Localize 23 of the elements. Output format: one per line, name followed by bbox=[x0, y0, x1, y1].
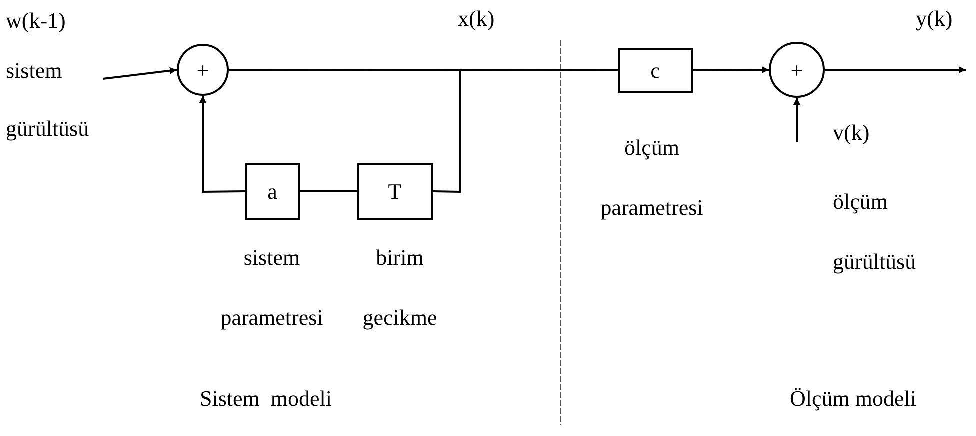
connector-line bbox=[300, 190, 357, 192]
block-caption: sistem parametresi bbox=[220, 244, 324, 332]
block-box: c bbox=[618, 48, 693, 93]
block-box: T bbox=[357, 163, 433, 220]
noise-label: ölçüm gürültüsü bbox=[833, 188, 918, 276]
section-label: Sistem modeli bbox=[200, 385, 333, 413]
block-caption: birim gecikme bbox=[362, 244, 438, 332]
signal-label: v(k) bbox=[833, 119, 871, 147]
signal-label: sistem gürültüsü bbox=[6, 57, 90, 143]
block-caption: ölçüm parametresi bbox=[600, 134, 704, 222]
signal-label: w(k-1) bbox=[6, 7, 67, 35]
summing-junction: + bbox=[177, 44, 229, 96]
arrow bbox=[825, 66, 966, 74]
arrow bbox=[102, 67, 178, 80]
signal-label: y(k) bbox=[916, 5, 954, 33]
arrow bbox=[200, 96, 246, 194]
section-label: Ölçüm modeli bbox=[790, 385, 918, 413]
arrow bbox=[794, 98, 800, 142]
summing-junction: + bbox=[769, 42, 825, 98]
block-box: a bbox=[245, 163, 300, 220]
connector-line bbox=[229, 69, 461, 194]
arrow bbox=[693, 66, 769, 74]
signal-label: x(k) bbox=[458, 5, 496, 33]
